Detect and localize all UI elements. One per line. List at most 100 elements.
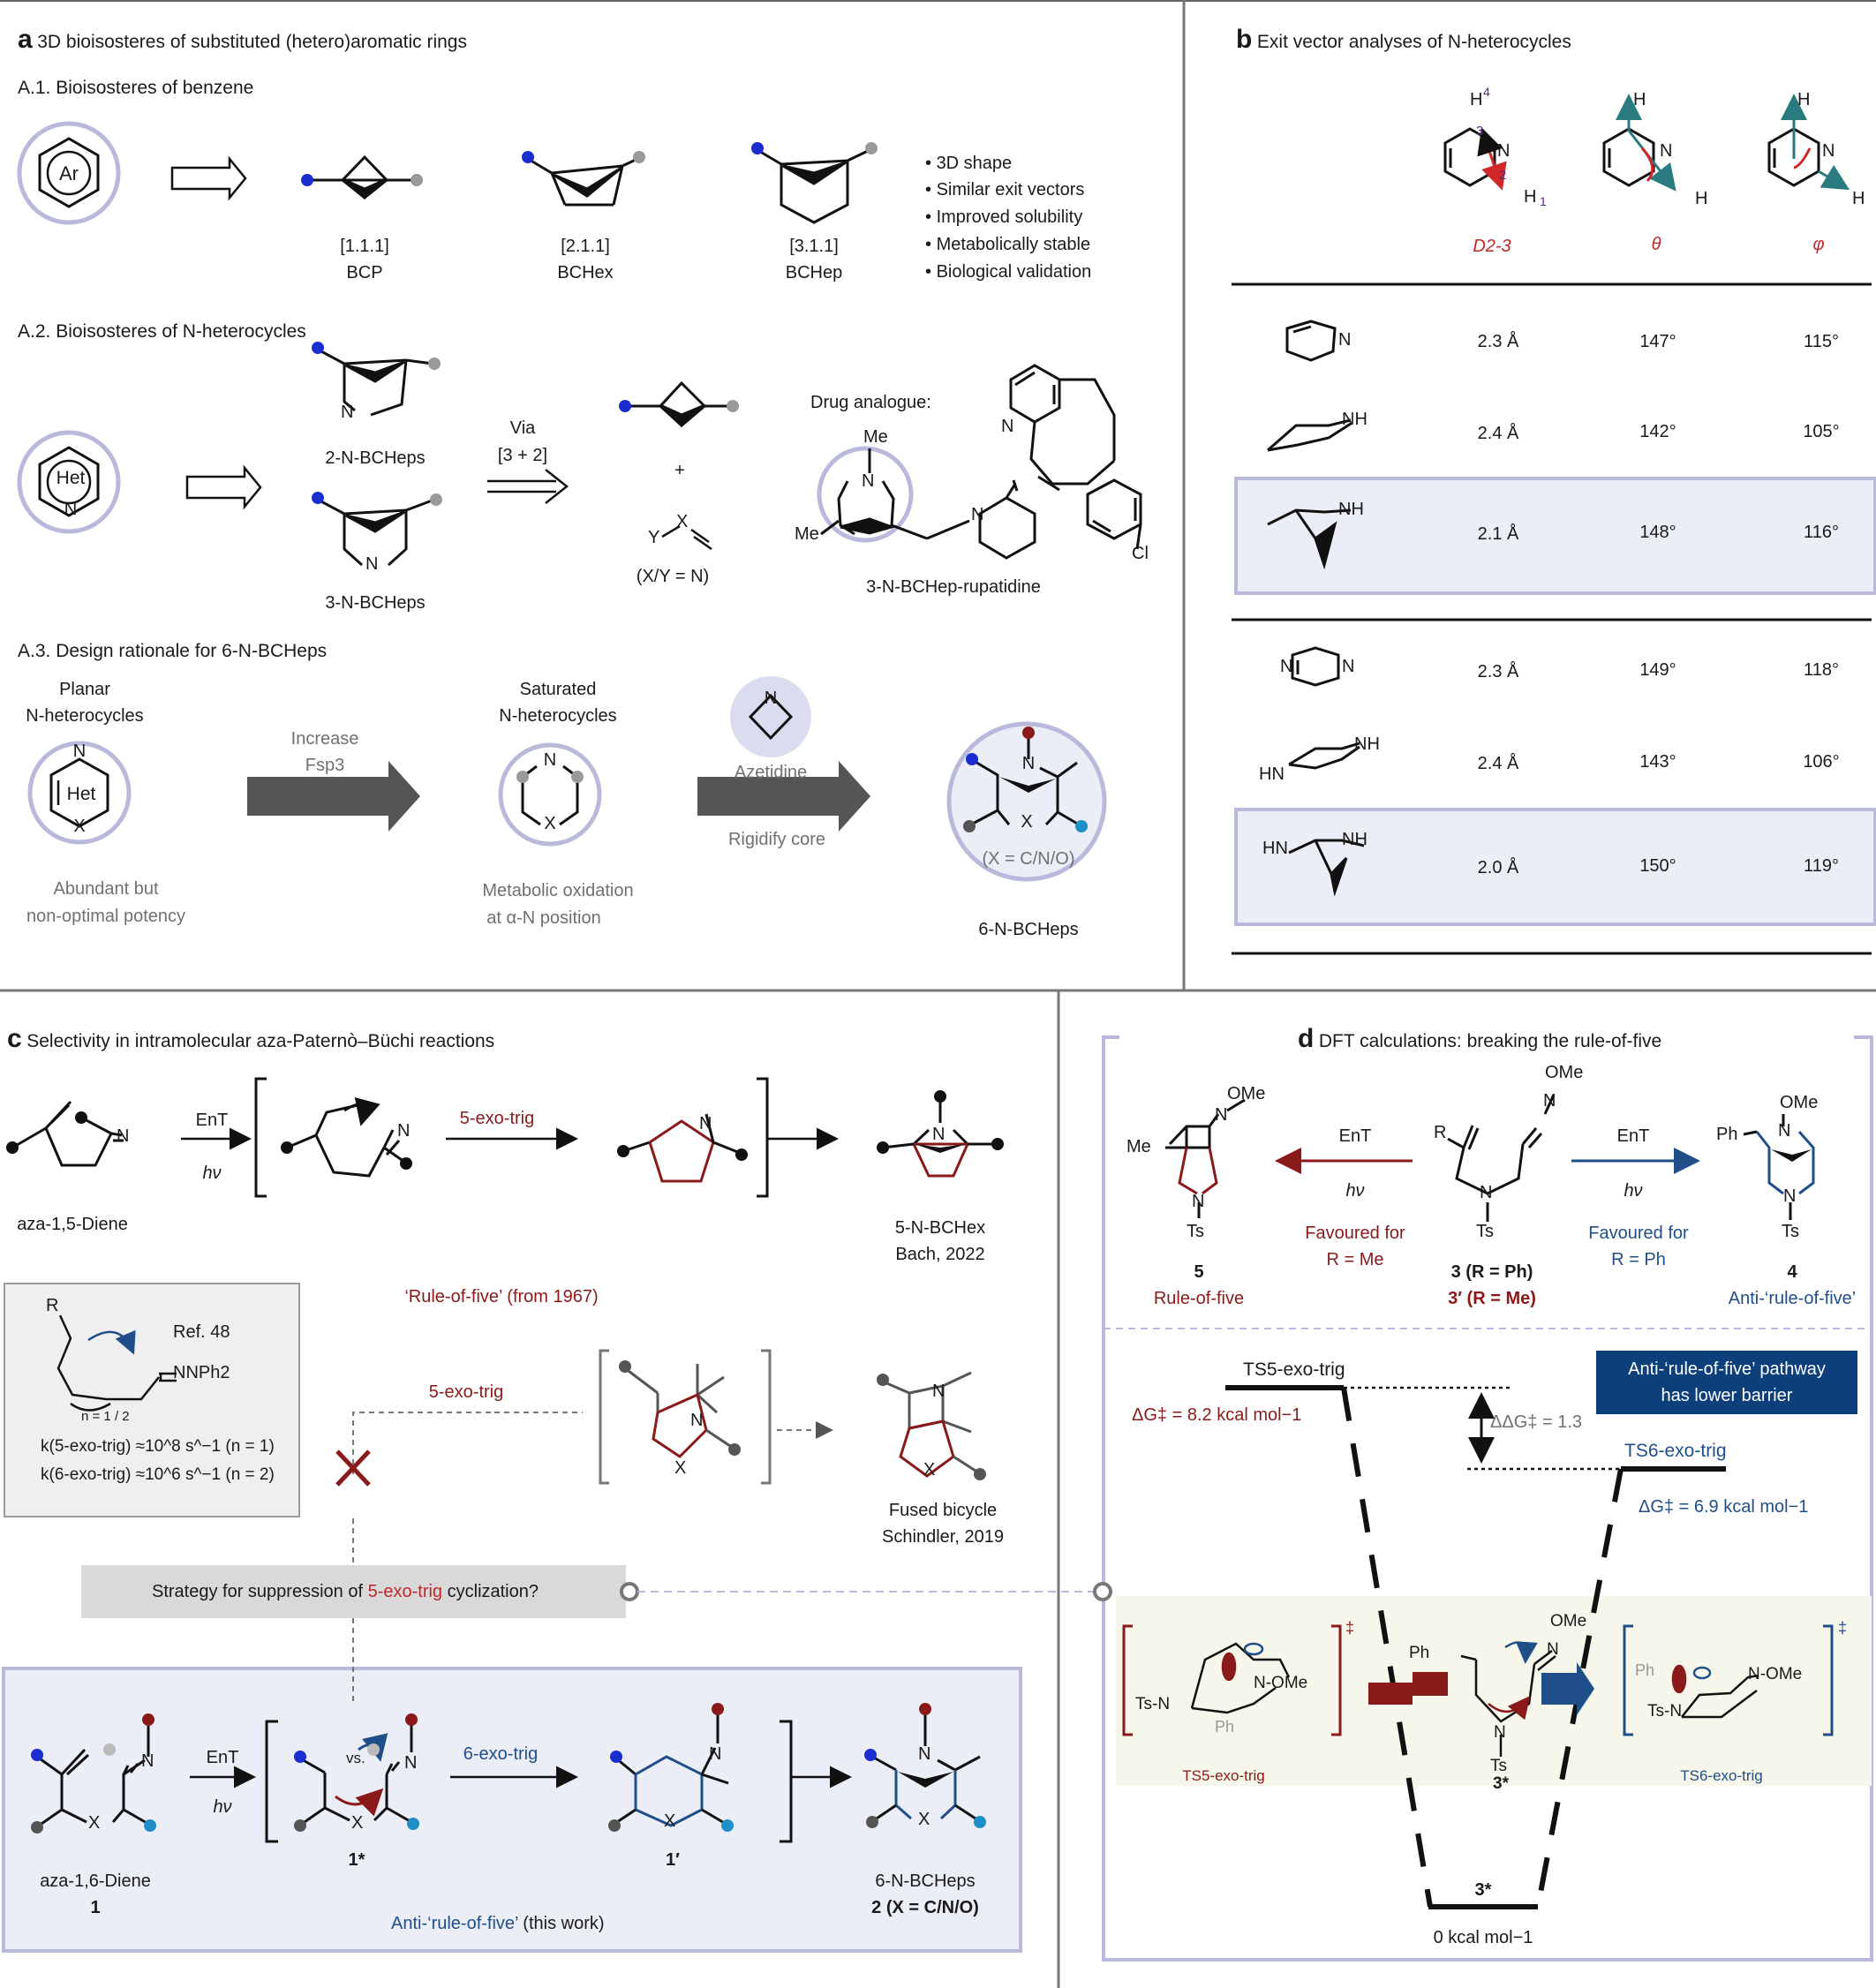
fused-intermediate [624, 1364, 734, 1458]
row4-d: 2.3 Å [1477, 662, 1519, 681]
double-arrow-icon [487, 469, 569, 504]
xy-note: (X/Y = N) [636, 567, 710, 586]
2n-bchep-structure [317, 348, 433, 417]
ts6-ph: Ph [1635, 1661, 1655, 1679]
compound-4-structure [1743, 1114, 1815, 1220]
row4-label-left: N [1280, 657, 1293, 676]
diene16-n: N [141, 1751, 154, 1771]
compound-5-structure [1165, 1098, 1246, 1218]
c3-ome: OMe [1545, 1063, 1584, 1082]
bchex-structure [527, 157, 638, 207]
star-label: 1* [348, 1850, 365, 1870]
callout-line2: has lower barrier [1661, 1386, 1793, 1405]
intermediate-1-star [299, 1721, 413, 1826]
radical-intermediate-15 [286, 1096, 405, 1178]
via-reaction: [3 + 2] [497, 446, 548, 465]
diene15-label: aza-1,5-Diene [17, 1215, 128, 1234]
bcp-reagent-structure [625, 380, 731, 428]
ts6-dg: ΔG‡ = 6.9 kcal mol−1 [1639, 1497, 1809, 1517]
rigidify-core-arrow [697, 761, 870, 832]
saturated-line2: N-heterocycles [499, 706, 617, 726]
c3-b: 3′ (R = Me) [1448, 1289, 1536, 1308]
c4-ph: Ph [1716, 1125, 1738, 1144]
c4-num: 4 [1787, 1262, 1797, 1282]
ar-ring-icon [17, 121, 121, 225]
ts-3star-structure [1460, 1641, 1556, 1757]
3n-bchep-structure [317, 498, 435, 567]
strategy-bar [81, 1565, 626, 1618]
5n-bchex-structure [882, 1090, 996, 1178]
6n-bchep-product [946, 721, 1107, 882]
hv-d-right: hν [1624, 1181, 1643, 1201]
fused-name: Fused bicycle [888, 1501, 998, 1520]
h1-atom: H [1524, 187, 1537, 207]
aza15-diene [11, 1100, 124, 1167]
row6-d: 2.0 Å [1477, 858, 1519, 877]
bullet-3: • Improved solubility [925, 207, 1083, 227]
header-phi: φ [1812, 235, 1825, 254]
diene16-num: 1 [90, 1898, 101, 1917]
mid-n: N [1547, 1640, 1559, 1659]
ref-r: R [46, 1296, 59, 1315]
het-label: Het [56, 468, 86, 488]
left-fav-1: Favoured for [1305, 1224, 1405, 1243]
row4-theta: 149° [1639, 660, 1676, 680]
rigidify-label: Rigidify core [727, 830, 826, 849]
planar-line1: Planar [59, 680, 110, 699]
mid-n2: N [1494, 1723, 1506, 1742]
y-atom: Y [648, 528, 660, 547]
c5-num: 5 [1194, 1262, 1204, 1282]
intermediate-1-prime [614, 1713, 729, 1827]
azetidine-label: Azetidine [734, 763, 808, 782]
drug-n-1: N [862, 471, 875, 491]
prime-n: N [709, 1744, 722, 1764]
drug-n-3: N [1001, 417, 1014, 436]
panel-b-letter: b [1236, 25, 1253, 54]
header-n-3: N [1822, 141, 1835, 161]
product-n: N [1021, 754, 1036, 773]
6n-bchep-product-2 [871, 1703, 981, 1822]
header-n-2: N [1660, 141, 1673, 161]
row6-label-left: HN [1262, 839, 1288, 858]
compound-3-structure [1447, 1094, 1556, 1222]
planar-het-ring [27, 741, 132, 845]
c5-me: Me [1126, 1137, 1151, 1156]
panel-a-title: 3D bioisosteres of substituted (hetero)a… [37, 32, 467, 52]
h4-atom: H [1470, 90, 1483, 109]
ts5-tsn: Ts-N [1135, 1695, 1171, 1713]
row1-d: 2.3 Å [1477, 332, 1519, 351]
exo6-label: 6-exo-trig [463, 1744, 539, 1764]
fused-n: N [932, 1382, 946, 1401]
star-x: X [351, 1813, 364, 1833]
diene16-x: X [88, 1813, 101, 1833]
row3-theta: 148° [1639, 523, 1676, 542]
energy-diagram [1225, 1385, 1726, 1909]
bchep-3n-atom: N [365, 554, 379, 574]
bcp-code: [1.1.1] [340, 237, 389, 256]
bchep-structure [757, 148, 870, 224]
callout-line1: Anti-‘rule-of-five’ pathway [1628, 1359, 1826, 1379]
cross-icon [335, 1450, 371, 1487]
star-n: N [404, 1753, 418, 1773]
red-arrow-left [1368, 1672, 1448, 1705]
het-ring-icon [17, 430, 121, 534]
bcp-structure [307, 154, 415, 200]
drug-analogue-structure [817, 364, 1142, 560]
c3-a: 3 (R = Ph) [1450, 1262, 1533, 1282]
row5-phi: 106° [1803, 752, 1840, 772]
fused-x: X [923, 1460, 936, 1480]
header-theta: θ [1651, 235, 1661, 254]
phi-h-bottom: H [1852, 189, 1865, 208]
planar-ring-n: N [72, 742, 87, 761]
strategy-text: Strategy for suppression of 5-exo-trig c… [152, 1582, 539, 1601]
phi-h-top: H [1797, 90, 1811, 109]
prime-x: X [664, 1811, 676, 1831]
hv-label-1: hν [202, 1163, 222, 1183]
ts6-tsn: Ts-N [1647, 1702, 1683, 1721]
mid-label: 3* [1493, 1774, 1509, 1793]
plus-sign: + [674, 461, 685, 480]
drug-me-2: Me [795, 524, 819, 544]
panel-c-title: Selectivity in intramolecular aza-Patern… [26, 1031, 495, 1051]
product2-name: 6-N-BCHeps [875, 1871, 976, 1891]
header-d23: D2-3 [1473, 237, 1511, 256]
